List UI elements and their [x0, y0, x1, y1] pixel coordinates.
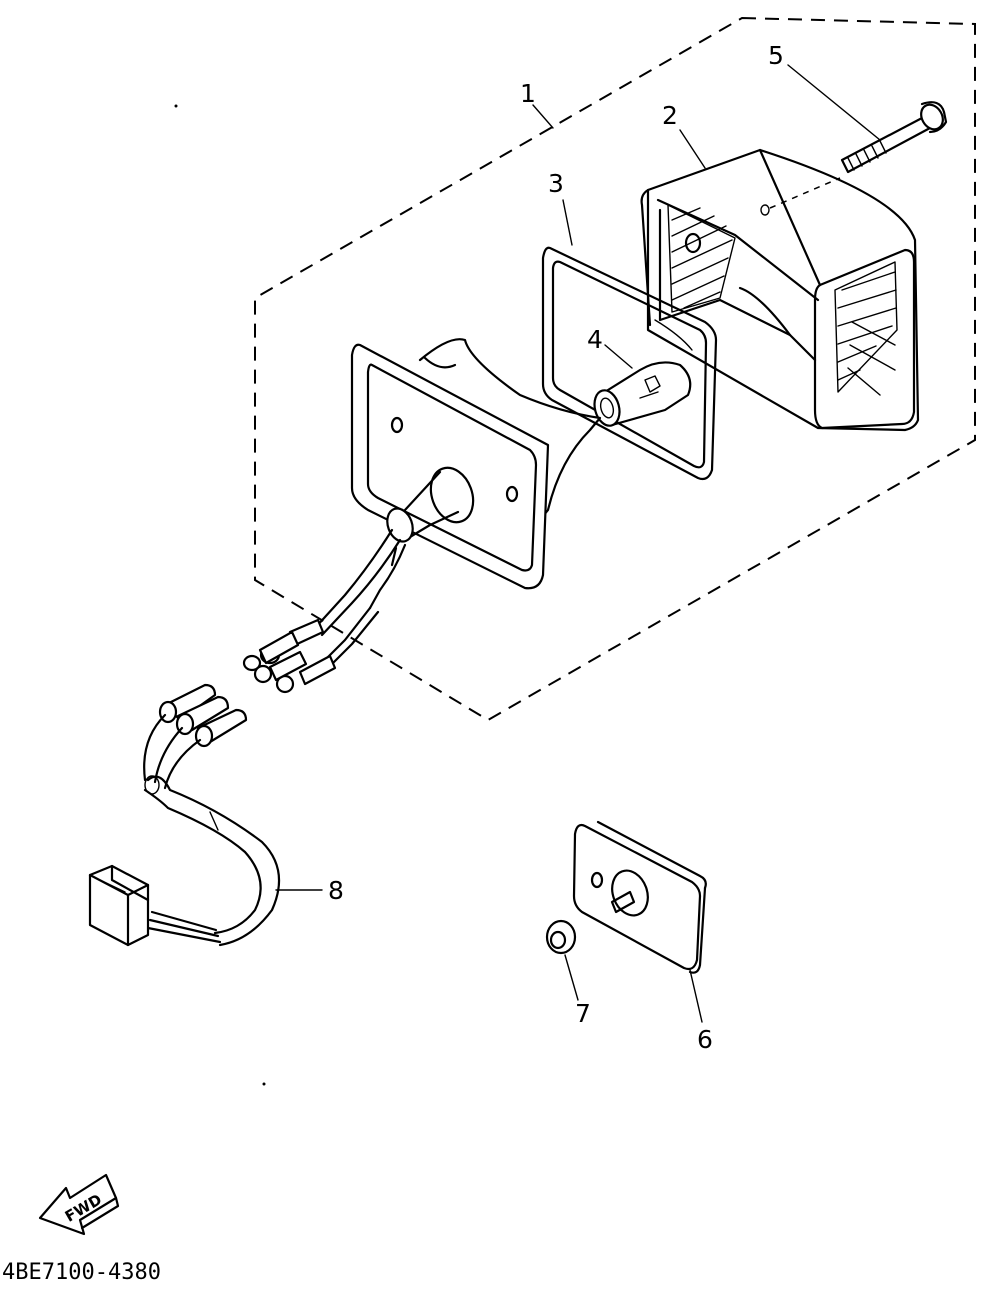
callout-leaders	[275, 64, 881, 1023]
bolt	[840, 101, 948, 174]
assembly-boundary	[254, 16, 976, 722]
gasket	[541, 246, 718, 481]
bulb	[593, 319, 693, 427]
diagram-code: 4BE7100-4380	[2, 1260, 161, 1285]
callout-6: 6	[697, 1025, 713, 1054]
callout-7: 7	[575, 999, 591, 1028]
wire-harness	[88, 683, 281, 947]
callout-2: 2	[662, 101, 678, 130]
callout-4: 4	[587, 325, 603, 354]
callout-8: 8	[328, 876, 344, 905]
fwd-arrow-icon: FWD	[38, 1173, 120, 1236]
license-plate-lamp	[572, 820, 707, 974]
lens-housing	[640, 148, 920, 432]
callout-3: 3	[548, 169, 564, 198]
callout-1: 1	[520, 79, 536, 108]
socket-leads	[242, 528, 407, 694]
nut	[545, 919, 577, 955]
callout-5: 5	[768, 41, 784, 70]
base-plate	[350, 338, 602, 590]
